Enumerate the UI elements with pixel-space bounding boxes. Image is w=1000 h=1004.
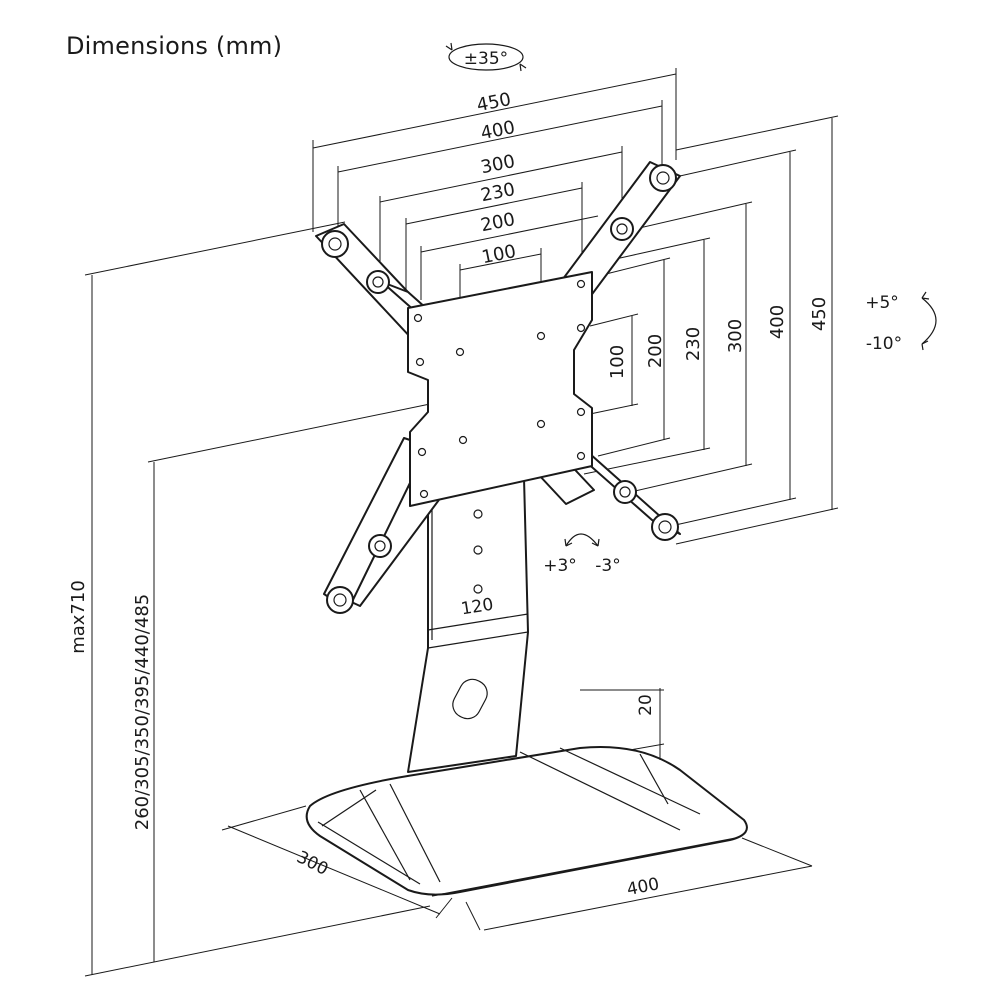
dim-h-450: 450: [475, 89, 513, 116]
height-positions-label: 260/305/350/395/440/485: [132, 594, 153, 830]
dim-h-100: 100: [480, 241, 518, 268]
vesa-vertical-dims: 100 200 230 300 400 450: [583, 115, 839, 545]
column-body: [407, 477, 529, 773]
dim-v-200: 200: [645, 334, 666, 368]
base-dims: 20 300 400: [221, 688, 813, 931]
swivel-label: ±35°: [464, 49, 508, 69]
bolt-top-right-outer: [649, 164, 677, 192]
bolt-bottom-right-inner: [613, 480, 637, 504]
mounting-plate: [407, 271, 593, 507]
plate-body: [407, 271, 593, 507]
tilt-indicator: +5° -10°: [865, 291, 937, 354]
dim-v-230: 230: [683, 327, 704, 361]
bolt-bottom-right-outer: [651, 513, 679, 541]
dim-h-300: 300: [479, 151, 517, 178]
height-dims: max710 260/305/350/395/440/485: [68, 221, 431, 977]
swivel-arrow-ellipse: [448, 43, 524, 71]
tilt-down-label: -10°: [866, 334, 902, 354]
max-height-label: max710: [68, 580, 89, 654]
swivel-arrow-head-left: [445, 42, 453, 51]
dim-v-300: 300: [725, 319, 746, 353]
tilt-arrow-head-bottom: [921, 340, 929, 351]
tilt-up-label: +5°: [865, 293, 899, 313]
diagram-title: Dimensions (mm): [66, 32, 283, 60]
base-plate: [305, 745, 748, 896]
dim-v-450: 450: [809, 297, 830, 331]
stand-column: 120: [407, 477, 529, 773]
pivot-plus-label: +3°: [543, 556, 577, 576]
cable-hole: [452, 678, 488, 720]
vesa-horizontal-dims: 450 400 300 230 200 100: [312, 68, 677, 352]
pivot-arrow: [565, 533, 599, 547]
dim-v-400: 400: [767, 305, 788, 339]
dim-h-400: 400: [479, 117, 517, 144]
swivel-arrow-head-right: [519, 63, 527, 72]
bolt-top-left-inner: [366, 270, 390, 294]
base-height-label: 20: [636, 694, 656, 716]
tilt-arrow: [921, 297, 937, 345]
column-hole: [473, 584, 483, 594]
pivot-minus-label: -3°: [595, 556, 620, 576]
column-hole: [473, 545, 483, 555]
swivel-indicator: ±35°: [445, 42, 527, 72]
tilt-arrow-head-top: [921, 291, 930, 300]
dim-v-100: 100: [607, 345, 628, 379]
bolt-top-right-inner: [610, 217, 634, 241]
bolt-bottom-left-inner: [368, 534, 392, 558]
column-hole: [473, 509, 483, 519]
bolt-bottom-left-outer: [326, 586, 354, 614]
base-depth-label: 300: [293, 847, 331, 880]
stand-base: [305, 745, 748, 897]
dim-h-200: 200: [479, 209, 517, 236]
bolt-top-left-outer: [321, 230, 349, 258]
pivot-indicator: +3° -3°: [543, 533, 621, 576]
